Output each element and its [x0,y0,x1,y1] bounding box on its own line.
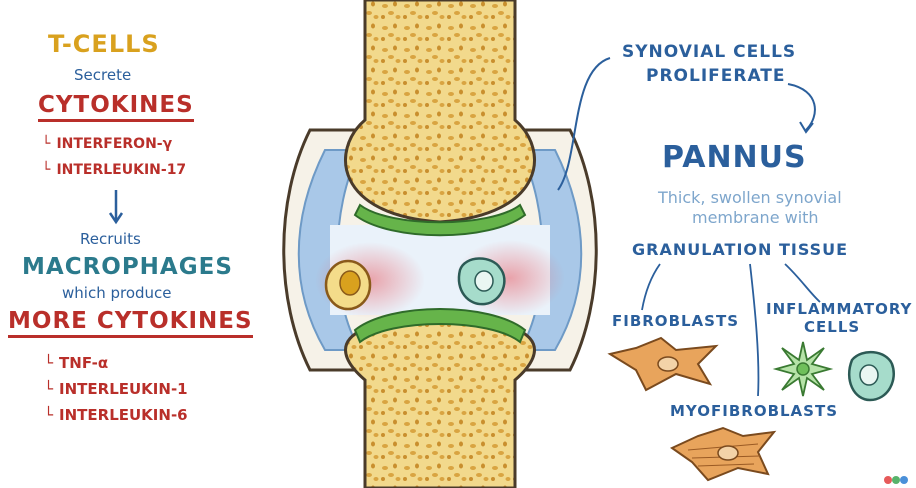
logo-mark-icon [884,476,908,484]
fibroblasts-label: FIBROBLASTS [612,312,740,330]
more-cytokines-heading: MORE CYTOKINES [8,308,253,338]
secrete-label: Secrete [74,66,132,84]
down-arrow-icon [108,190,124,225]
lower-bone [344,316,536,488]
more-item-interleukin-6: └INTERLEUKIN-6 [44,406,188,424]
dendritic-cell-icon [772,341,834,397]
joint-illustration [282,0,598,488]
upper-cartilage [353,203,527,237]
pannus-description-line1: Thick, swollen synovial [658,188,842,207]
cytokine-item-interleukin-17: └INTERLEUKIN-17 [42,162,187,178]
inflammatory-macrophage-icon [847,351,895,402]
more-item-tnf: └TNF-α [44,354,109,372]
macrophages-heading: MACROPHAGES [22,254,233,280]
upper-bone [344,0,536,224]
myofibroblast-cell-icon [670,426,777,482]
inflammatory-cells-line2: CELLS [804,318,861,336]
inflammatory-cells-line1: INFLAMMATORY [766,300,913,318]
t-cells-heading: T-CELLS [48,30,160,58]
granulation-branch-lines [641,263,821,397]
pannus-description-line2: membrane with [692,208,819,227]
which-produce-label: which produce [62,284,172,302]
more-item-interleukin-1: └INTERLEUKIN-1 [44,380,188,398]
myofibroblasts-label: MYOFIBROBLASTS [670,402,839,420]
curved-arrow-icon [787,83,816,134]
granulation-tissue-label: GRANULATION TISSUE [632,240,849,259]
fibroblast-cell-icon [607,336,719,392]
cytokines-heading: CYTOKINES [38,92,194,122]
synovial-cells-line1: SYNOVIAL CELLS [622,42,797,62]
synovial-cells-line2: PROLIFERATE [646,66,786,86]
recruits-label: Recruits [80,230,141,248]
synovial-callout-line [557,57,611,191]
cytokine-item-interferon: └INTERFERON-γ [42,136,173,152]
lower-cartilage [353,308,527,344]
pannus-heading: PANNUS [662,140,807,175]
